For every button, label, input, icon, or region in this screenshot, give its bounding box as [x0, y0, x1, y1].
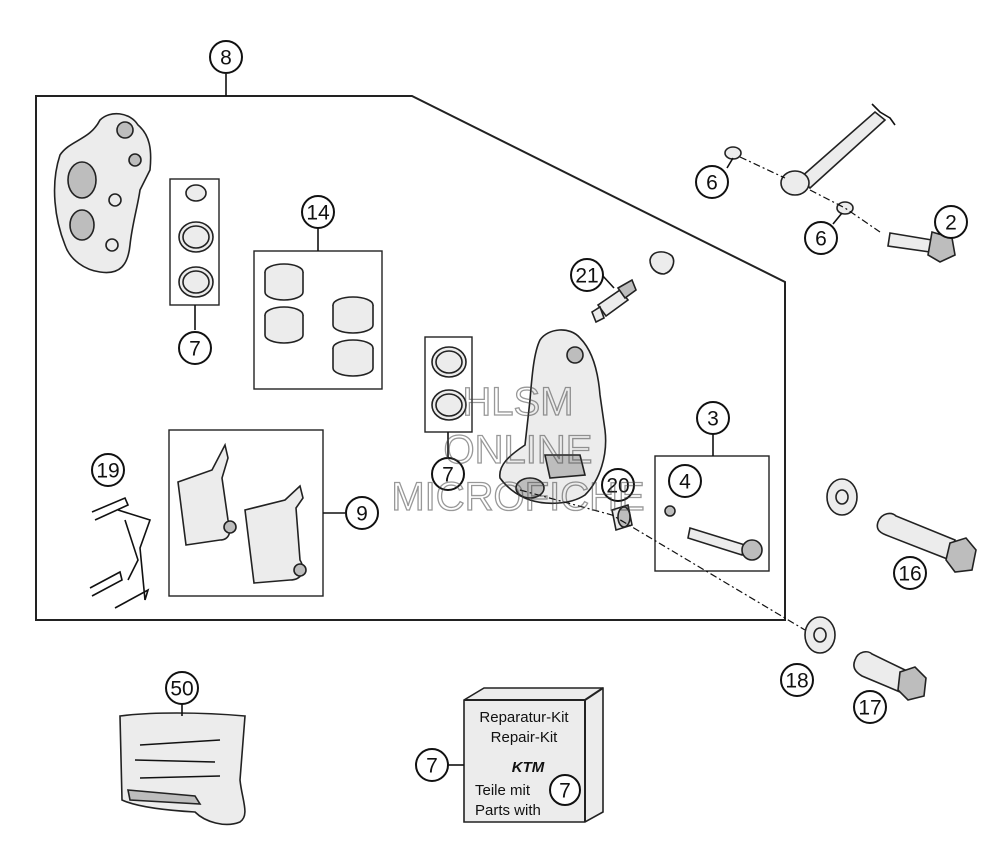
- kit-brand-logo: KTM: [512, 759, 545, 776]
- kit-label-line1: Reparatur-Kit: [479, 709, 569, 726]
- svg-text:7: 7: [189, 338, 201, 361]
- svg-text:19: 19: [96, 460, 119, 483]
- svg-text:7: 7: [442, 464, 454, 487]
- caliper-body-left: [53, 112, 152, 274]
- pistons: [264, 263, 374, 377]
- washer-18: [804, 616, 836, 654]
- callout-4: 4: [668, 464, 702, 498]
- callout-7-mid: 7: [431, 457, 465, 491]
- svg-text:20: 20: [606, 475, 629, 498]
- callout-9: 9: [345, 496, 379, 530]
- washer-16: [826, 478, 858, 516]
- seal-rings-mid: [431, 346, 467, 421]
- repair-kit-box: Reparatur-Kit Repair-Kit KTM Teile mit P…: [463, 687, 604, 823]
- callout-19: 19: [91, 453, 125, 487]
- banjo-centerline: [739, 156, 881, 233]
- svg-text:ONLINE: ONLINE: [444, 428, 593, 472]
- callout-7-seals: 7: [178, 331, 212, 365]
- callout-18: 18: [780, 663, 814, 697]
- svg-text:7: 7: [426, 755, 438, 778]
- seal-rings: [178, 184, 214, 298]
- callout-3: 3: [696, 401, 730, 435]
- brake-line-assembly: [724, 103, 956, 263]
- callout-7-kit: 7: [415, 748, 449, 782]
- callout-6-top: 6: [695, 165, 729, 199]
- svg-text:6: 6: [706, 172, 718, 195]
- callout-50: 50: [165, 671, 199, 705]
- svg-text:6: 6: [815, 228, 827, 251]
- svg-text:16: 16: [898, 563, 921, 586]
- svg-text:2: 2: [945, 212, 957, 235]
- bolt-16: [876, 512, 977, 573]
- kit-label-line4: Parts with: [475, 802, 541, 819]
- svg-text:HLSM: HLSM: [462, 380, 573, 424]
- callout-8: 8: [209, 40, 243, 74]
- callout-6-mid: 6: [804, 221, 838, 255]
- sleeve: [611, 503, 633, 532]
- svg-text:8: 8: [220, 47, 232, 70]
- leader-line-21: [601, 274, 615, 289]
- svg-text:21: 21: [575, 265, 598, 288]
- callout-20: 20: [601, 468, 635, 502]
- caliper-body-center: [499, 329, 607, 505]
- svg-text:18: 18: [785, 670, 808, 693]
- kit-label-line2: Repair-Kit: [491, 729, 559, 746]
- callout-17: 17: [853, 690, 887, 724]
- svg-text:4: 4: [679, 471, 691, 494]
- bleeder-valve: [591, 251, 675, 324]
- callout-21: 21: [570, 258, 604, 292]
- callout-14: 14: [301, 195, 335, 229]
- svg-text:3: 3: [707, 408, 719, 431]
- callout-16: 16: [893, 556, 927, 590]
- svg-text:17: 17: [858, 697, 881, 720]
- leader-line-6-top: [726, 157, 734, 169]
- grease-packet: [119, 712, 246, 826]
- callout-2: 2: [934, 205, 968, 239]
- assembly-centerline: [519, 489, 806, 631]
- brake-pads: [177, 442, 307, 584]
- svg-text:MICROFICHE: MICROFICHE: [391, 475, 644, 519]
- svg-text:50: 50: [170, 678, 193, 701]
- assembly-outline: [35, 95, 786, 621]
- kit-label-line3: Teile mit: [475, 782, 531, 799]
- bolt-17: [853, 650, 927, 701]
- leader-line-6-mid: [832, 212, 843, 225]
- pad-spring: [89, 496, 152, 609]
- pin-bolt: [664, 505, 763, 561]
- svg-text:9: 9: [356, 503, 368, 526]
- watermark: HLSM ONLINE MICROFICHE: [391, 379, 646, 519]
- callout-7-kit-inner: 7: [549, 774, 581, 806]
- svg-text:14: 14: [306, 202, 330, 225]
- pin-bolt-box: [654, 455, 770, 572]
- svg-text:7: 7: [559, 780, 571, 803]
